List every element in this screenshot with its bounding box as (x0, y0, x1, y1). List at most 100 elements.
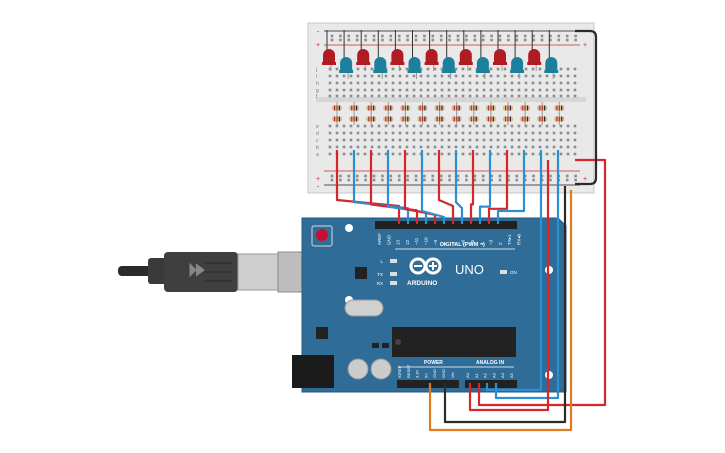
rail-hole (372, 34, 376, 38)
row-letter: f (316, 94, 318, 100)
breadboard-hole (531, 88, 535, 92)
rail-hole (448, 38, 451, 42)
rail-hole (389, 34, 393, 38)
rail-hole (389, 178, 393, 182)
breadboard-hole (342, 124, 346, 128)
row-letter: h (316, 81, 319, 87)
breadboard-hole (349, 124, 353, 128)
breadboard-hole (468, 88, 472, 92)
breadboard-hole (475, 94, 479, 98)
breadboard: + + + + - - j i h g f e d c b a (307, 22, 595, 194)
rail-hole (439, 34, 443, 38)
digital-wire (478, 150, 492, 224)
rail-hole (507, 174, 510, 178)
rail-hole (574, 38, 577, 42)
breadboard-hole (398, 67, 402, 71)
breadboard-hole (510, 81, 514, 85)
digital-pin-label: 7 (451, 242, 456, 245)
breadboard-hole (447, 131, 451, 135)
resistor (400, 102, 411, 114)
rail-hole (372, 178, 376, 182)
breadboard-hole (335, 131, 339, 135)
rail-plus-label: + (316, 42, 320, 49)
breadboard-hole (475, 81, 479, 85)
breadboard-hole (524, 138, 528, 142)
rail-hole (498, 174, 502, 178)
breadboard-hole (454, 131, 458, 135)
rail-hole (330, 174, 334, 178)
breadboard-hole (363, 81, 367, 85)
analog-wire (494, 150, 560, 400)
breadboard-hole (391, 74, 395, 78)
resistor (485, 113, 496, 125)
breadboard-hole (335, 138, 339, 142)
rail-plus-label: + (583, 176, 587, 183)
breadboard-hole (559, 67, 563, 71)
breadboard-hole (342, 152, 346, 156)
rail-hole (515, 34, 519, 38)
breadboard-hole (482, 74, 486, 78)
rail-hole (481, 178, 485, 182)
rail-hole (355, 38, 359, 42)
breadboard-hole (510, 124, 514, 128)
breadboard-hole (510, 94, 514, 98)
analog-pin-label: A1 (474, 372, 479, 378)
breadboard-hole (342, 81, 346, 85)
rail-hole (532, 38, 535, 42)
breadboard-hole (538, 131, 542, 135)
rail-hole (347, 174, 351, 178)
breadboard-hole (566, 67, 570, 71)
breadboard-hole (475, 131, 479, 135)
breadboard-hole (412, 152, 416, 156)
breadboard-hole (405, 124, 409, 128)
breadboard-hole (398, 131, 402, 135)
row-letter: i (316, 74, 317, 80)
power-pin-label: IOREF (397, 365, 402, 378)
breadboard-hole (503, 88, 507, 92)
rail-hole (372, 38, 376, 42)
breadboard-hole (426, 81, 430, 85)
breadboard-hole (391, 81, 395, 85)
rail-hole (481, 174, 485, 178)
breadboard-hole (454, 124, 458, 128)
breadboard-hole (475, 138, 479, 142)
rail-hole (339, 38, 342, 42)
led-label-rx: RX (377, 281, 383, 286)
analog-pin-label: A2 (483, 372, 488, 378)
breadboard-hole (538, 124, 542, 128)
breadboard-hole (503, 94, 507, 98)
rail-hole (439, 178, 443, 182)
digital-wire (469, 150, 475, 224)
breadboard-hole (552, 131, 556, 135)
breadboard-hole (426, 67, 430, 71)
breadboard-hole (552, 138, 556, 142)
breadboard-hole (377, 74, 381, 78)
breadboard-hole (538, 88, 542, 92)
reset-button[interactable] (316, 229, 328, 241)
digital-pin-label: ~6 (461, 239, 466, 245)
resistor (451, 113, 462, 125)
breadboard-hole (573, 67, 577, 71)
breadboard-hole (468, 74, 472, 78)
breadboard-hole (405, 152, 409, 156)
digital-pin-label: ~10 (424, 237, 429, 245)
breadboard-hole (461, 81, 465, 85)
breadboard-hole (335, 81, 339, 85)
breadboard-hole (398, 81, 402, 85)
breadboard-hole (433, 88, 437, 92)
breadboard-hole (566, 152, 570, 156)
breadboard-hole (538, 81, 542, 85)
breadboard-hole (524, 88, 528, 92)
rail-hole (406, 34, 409, 38)
breadboard-hole (349, 131, 353, 135)
rail-hole (364, 34, 367, 38)
breadboard-hole (433, 152, 437, 156)
breadboard-hole (496, 152, 500, 156)
breadboard-hole (398, 88, 402, 92)
breadboard-hole (447, 81, 451, 85)
rail-hole (515, 174, 519, 178)
resistor (503, 102, 513, 114)
rail-hole (473, 38, 477, 42)
breadboard-hole (335, 94, 339, 98)
breadboard-hole (419, 88, 423, 92)
